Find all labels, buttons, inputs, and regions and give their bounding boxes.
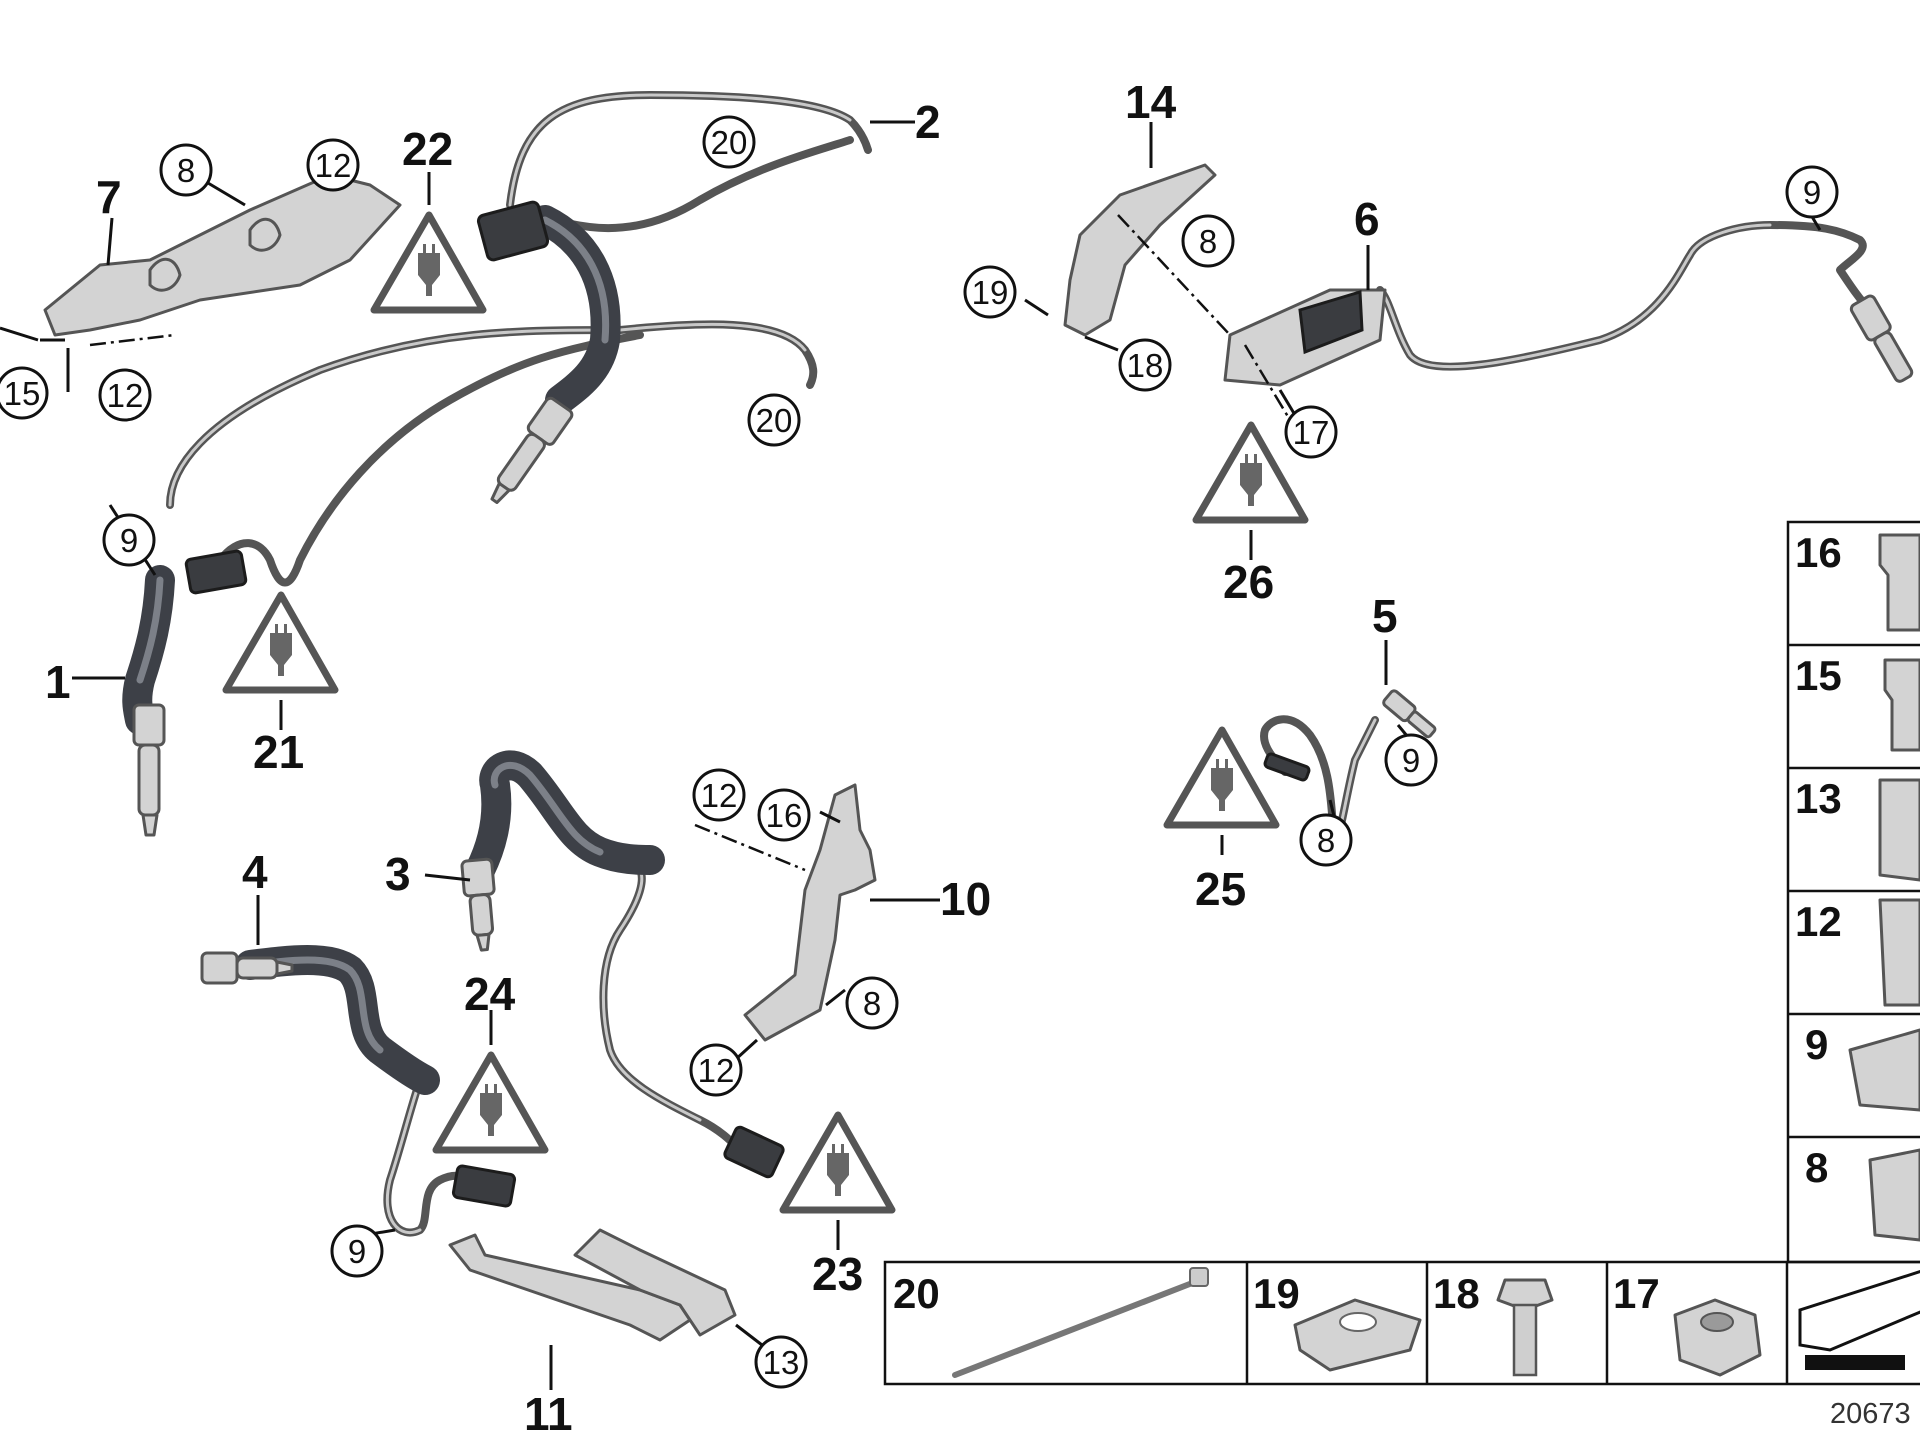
warning-triangles — [222, 211, 1309, 1214]
circle-label-12: 12 — [701, 777, 738, 814]
cable-loop-mid-core — [168, 322, 807, 507]
bracket-7 — [43, 173, 402, 337]
legend-cell-17: 17 — [1613, 1270, 1660, 1317]
cable-loop-mid — [166, 320, 818, 587]
circle-label-16: 16 — [766, 797, 803, 834]
circle-label-9: 9 — [120, 522, 138, 559]
circle-label-9: 9 — [1803, 174, 1821, 211]
circle-label-9: 9 — [348, 1233, 366, 1270]
circle-label-19: 19 — [972, 274, 1009, 311]
callout-10: 10 — [940, 873, 991, 925]
circle-label-8: 8 — [1199, 223, 1217, 260]
sensor-5 — [1382, 689, 1437, 739]
callout-26: 26 — [1223, 556, 1274, 608]
callout-23: 23 — [812, 1248, 863, 1300]
leader-lines — [0, 120, 1822, 1390]
callout-25: 25 — [1195, 863, 1246, 915]
brackets — [43, 163, 1217, 1342]
legend-cell-18: 18 — [1433, 1270, 1480, 1317]
connector-warning-icon — [779, 1111, 896, 1214]
circle-label-8: 8 — [1317, 822, 1335, 859]
bracket-13 — [573, 1228, 737, 1337]
callout-3: 3 — [385, 848, 411, 900]
connector-24 — [451, 1164, 517, 1208]
connector-warning-icon — [370, 211, 487, 314]
callout-21: 21 — [253, 726, 304, 778]
connector-25 — [1263, 752, 1311, 782]
legend-right: 16 15 13 12 9 8 — [1786, 520, 1920, 1264]
legend-cell-13: 13 — [1795, 775, 1842, 822]
legend-cell-9: 9 — [1805, 1021, 1828, 1068]
callout-22: 22 — [402, 123, 453, 175]
circled-numbers — [0, 115, 1839, 1389]
circle-label-12: 12 — [107, 377, 144, 414]
connector-warning-icon — [222, 591, 339, 694]
sensor-4 — [200, 951, 294, 985]
bracket-14 — [1063, 163, 1217, 337]
oxygen-sensors — [132, 294, 1914, 985]
cable-sensor-6 — [1376, 221, 1874, 371]
callout-11: 11 — [524, 1388, 573, 1440]
sensor-upper — [490, 396, 574, 505]
circled-number-labels: 8 12 20 20 9 15 12 8 19 18 17 9 9 8 12 1… — [4, 124, 1822, 1381]
callout-24: 24 — [464, 968, 516, 1020]
callout-5: 5 — [1372, 590, 1398, 642]
connector-warning-icon — [432, 1051, 549, 1154]
callout-14: 14 — [1125, 76, 1177, 128]
cable-sensor-6-core — [1378, 223, 1772, 369]
circle-label-18: 18 — [1127, 347, 1164, 384]
cable-loop-top-core — [508, 93, 852, 207]
callout-numbers: 1 2 3 4 5 6 7 10 11 14 21 22 23 24 25 26 — [45, 76, 1398, 1440]
callout-4: 4 — [242, 846, 268, 898]
sensor-3 — [460, 857, 496, 952]
connector-6 — [1223, 288, 1387, 387]
connectors — [184, 200, 1387, 1208]
drawing-reference-number: 20673 — [1830, 1398, 1911, 1430]
callout-2: 2 — [915, 96, 941, 148]
legend-cell-12: 12 — [1795, 898, 1842, 945]
circle-label-12: 12 — [698, 1052, 735, 1089]
circle-label-8: 8 — [863, 985, 881, 1022]
cable-loop-top — [506, 91, 872, 232]
legend-cell-16: 16 — [1795, 529, 1842, 576]
bracket-10 — [743, 783, 877, 1042]
circle-label-12: 12 — [315, 147, 352, 184]
cables — [166, 91, 1874, 1237]
legend-bottom: 20 19 18 17 — [883, 1260, 1920, 1386]
circle-label-13: 13 — [763, 1344, 800, 1381]
sensor-top-right — [1849, 294, 1914, 383]
connector-warning-icon — [1163, 726, 1280, 829]
legend-cell-19: 19 — [1253, 1270, 1300, 1317]
circle-label-17: 17 — [1293, 414, 1330, 451]
cable-sensor-3-core — [601, 868, 702, 1122]
circle-label-9: 9 — [1402, 742, 1420, 779]
circle-label-20: 20 — [711, 124, 748, 161]
connector-22 — [476, 200, 550, 262]
cable-sensor-3 — [599, 866, 744, 1154]
circle-label-15: 15 — [4, 375, 41, 412]
callout-1: 1 — [45, 656, 71, 708]
legend-cell-8: 8 — [1805, 1144, 1828, 1191]
connector-21 — [184, 549, 248, 595]
connector-warning-icon — [1192, 421, 1309, 524]
callout-6: 6 — [1354, 193, 1380, 245]
legend-cell-20: 20 — [893, 1270, 940, 1317]
callout-7: 7 — [96, 171, 122, 223]
sensor-1 — [132, 703, 166, 837]
cable-sensor-4-core — [385, 1078, 422, 1234]
hose-sensor-4 — [235, 945, 440, 1095]
connector-23 — [723, 1125, 785, 1179]
legend-cell-15: 15 — [1795, 652, 1842, 699]
circle-label-20: 20 — [756, 402, 793, 439]
circle-label-8: 8 — [177, 152, 195, 189]
